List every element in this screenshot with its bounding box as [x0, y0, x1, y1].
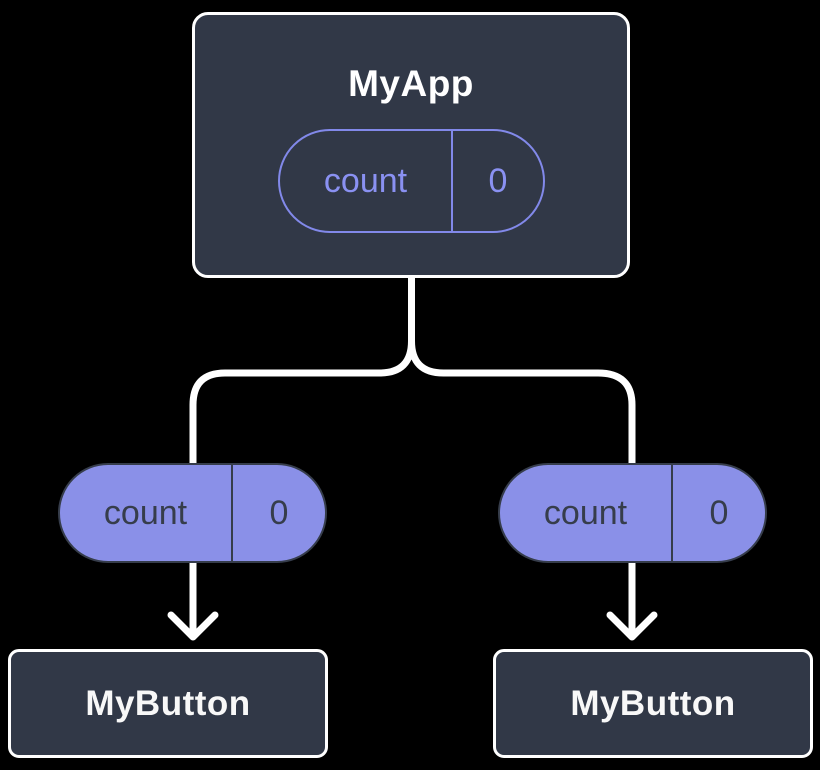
prop-pill-right: count 0	[498, 463, 767, 563]
component-node-mybutton-right: MyButton	[493, 649, 813, 758]
state-value-label: 0	[451, 131, 543, 231]
component-node-myapp: MyApp count 0	[192, 12, 630, 278]
prop-name-label: count	[103, 493, 188, 532]
component-title: MyApp	[348, 63, 474, 104]
prop-value-label: 0	[231, 465, 325, 561]
arrow-down-icon	[167, 611, 219, 641]
branch-line-right	[408, 276, 636, 466]
state-pill: count 0	[278, 129, 545, 233]
component-node-mybutton-left: MyButton	[8, 649, 328, 758]
prop-value-label: 0	[671, 465, 765, 561]
state-name-label: count	[323, 161, 408, 200]
arrow-down-icon	[606, 611, 658, 641]
component-title: MyButton	[85, 683, 251, 723]
prop-pill-left: count 0	[58, 463, 327, 563]
component-title: MyButton	[570, 683, 736, 723]
prop-name-label: count	[543, 493, 628, 532]
branch-line-left	[189, 276, 415, 466]
